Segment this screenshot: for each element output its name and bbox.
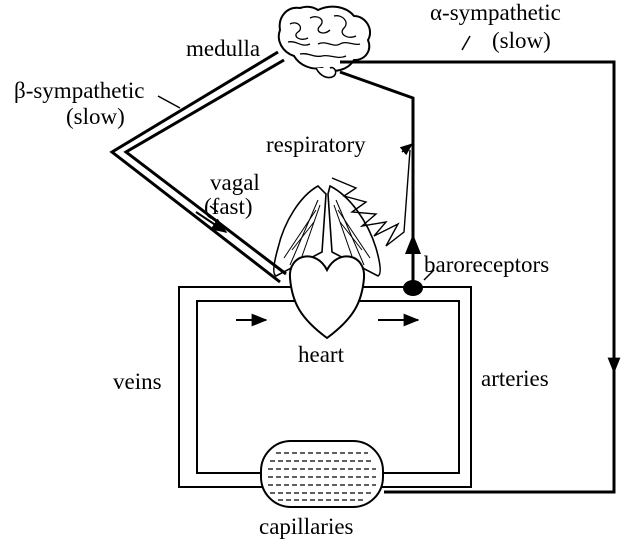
veins-label: veins	[113, 369, 162, 394]
baroreceptor-icon	[403, 280, 423, 296]
alpha-sympathetic-speed-label: (slow)	[492, 28, 551, 53]
capillaries-label: capillaries	[259, 514, 354, 539]
beta-sympathetic-label-tick	[158, 96, 180, 108]
baroreceptors-label: baroreceptors	[424, 252, 549, 277]
brain-icon	[279, 7, 370, 78]
respiratory-label: respiratory	[266, 132, 366, 157]
beta-sympathetic-speed-label: (slow)	[66, 104, 125, 129]
beta-sympathetic-label: β-sympathetic	[14, 78, 145, 103]
vagal-speed-label: (fast)	[204, 194, 253, 219]
capillary-bed-icon	[261, 441, 383, 507]
heart-label: heart	[298, 342, 345, 367]
medulla-label: medulla	[186, 36, 260, 61]
alpha-sympathetic-pathway	[340, 62, 614, 492]
alpha-sympathetic-label: α-sympathetic	[430, 0, 561, 25]
lungs-icon	[274, 186, 380, 276]
heart-icon	[290, 256, 364, 338]
vagal-label: vagal	[210, 170, 260, 195]
alpha-sympathetic-label-tick	[462, 36, 470, 50]
arteries-label: arteries	[481, 366, 549, 391]
